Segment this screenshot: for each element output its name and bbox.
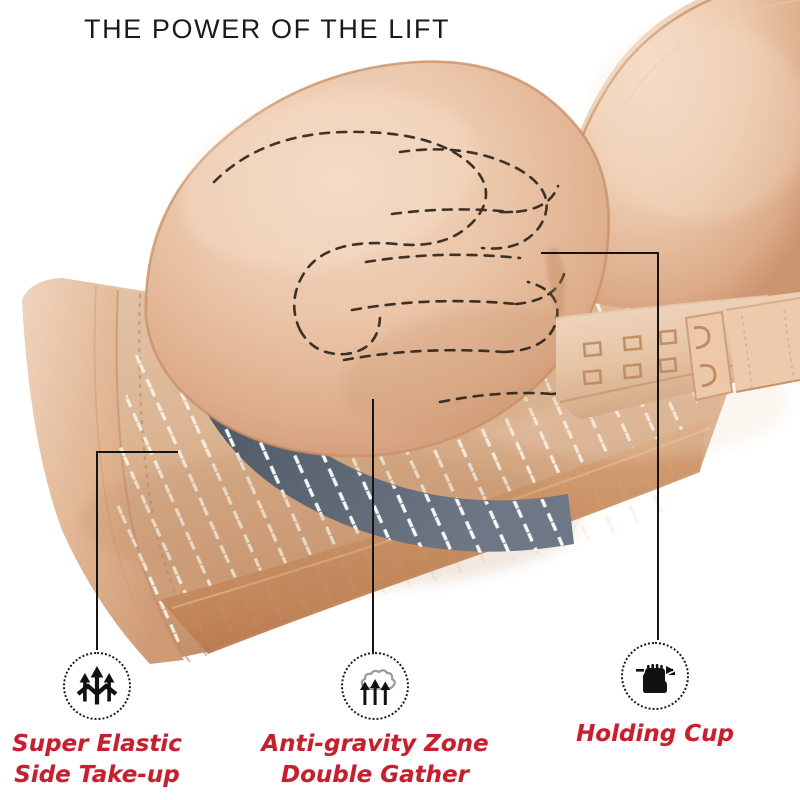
feature-label-anti-gravity: Anti-gravity Zone Double Gather [230,729,520,790]
front-closure [555,292,800,420]
feature-label-line1: Holding Cup [576,721,734,747]
feature-label-line1: Anti-gravity Zone [261,731,489,757]
feature-label-super-elastic: Super Elastic Side Take-up [0,729,242,790]
feature-label-line2: Double Gather [281,761,469,788]
feature-super-elastic-side-take-up[interactable]: Super Elastic Side Take-up [0,652,242,790]
leader-line-right-vertical [657,252,659,640]
feature-label-holding-cup: Holding Cup [510,719,800,750]
leader-line-center-vertical [372,399,374,655]
feature-label-line2: Side Take-up [14,761,180,788]
product-photo [22,0,800,664]
left-cup [144,60,611,458]
right-cup [555,0,800,313]
page-title: THE POWER OF THE LIFT [84,14,451,44]
arrows-up-wave-icon [63,652,131,720]
feature-holding-cup[interactable]: Holding Cup [510,642,800,750]
cup-contour-dashes [212,130,592,404]
feature-anti-gravity-zone-double-gather[interactable]: Anti-gravity Zone Double Gather [230,652,520,790]
leader-line-right-horizontal [541,252,659,254]
arrows-up-cloud-icon [341,652,409,720]
feature-label-line1: Super Elastic [12,731,182,757]
fist-grip-icon [621,642,689,710]
leader-line-left-vertical [96,451,98,650]
leader-line-left-horizontal [96,451,178,453]
